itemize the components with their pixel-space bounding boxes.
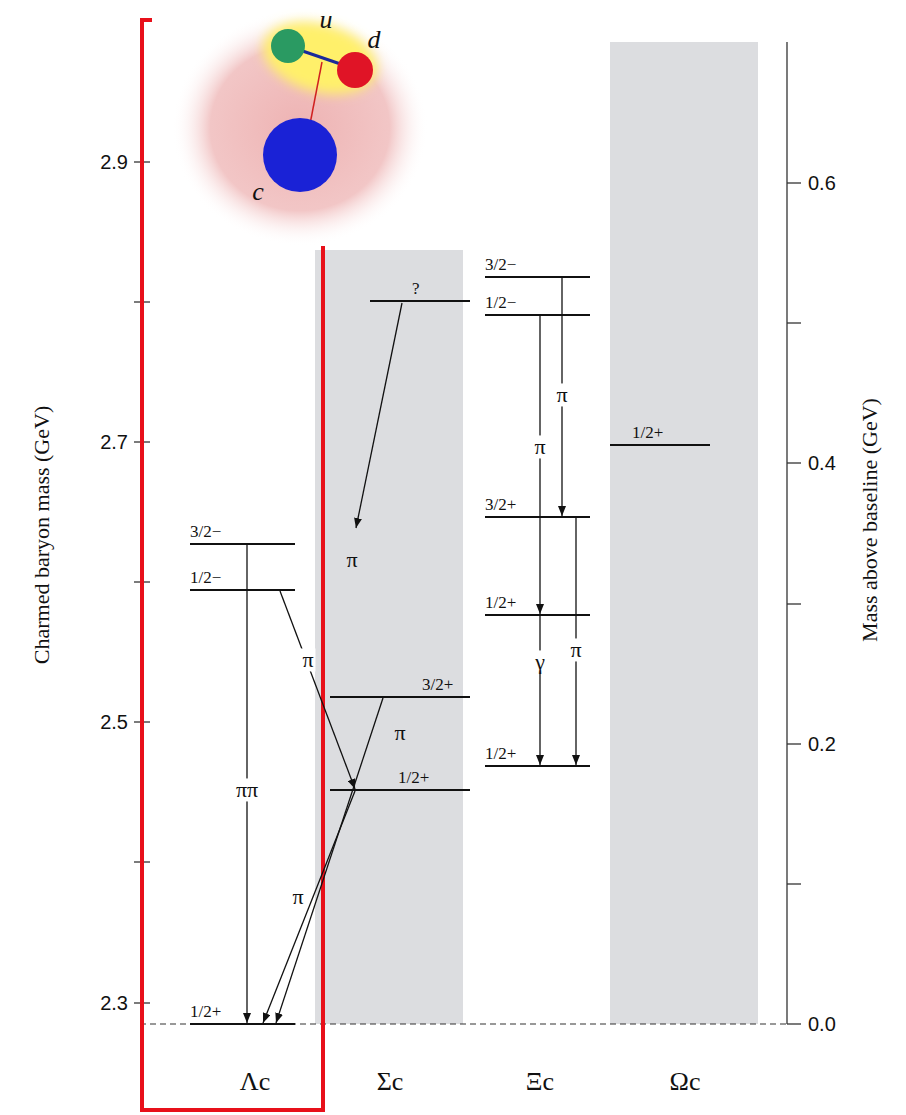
spin-parity-label: 1/2+ xyxy=(330,768,470,789)
tick-value: 0.2 xyxy=(808,733,836,755)
omega-band xyxy=(610,42,758,1024)
spin-parity-label: 1/2+ xyxy=(485,593,590,614)
energy-level: 1/2− xyxy=(485,293,590,316)
decay-label: ππ xyxy=(234,778,260,801)
decay-label: π xyxy=(290,885,305,908)
spin-parity-label: 1/2+ xyxy=(190,1002,295,1023)
axis-title: Mass above baseline (GeV) xyxy=(858,398,882,642)
column-name: Ωc xyxy=(670,1068,701,1097)
energy-level: 3/2− xyxy=(190,522,295,545)
energy-level: 1/2+ xyxy=(485,593,590,616)
decay-arrow xyxy=(356,303,402,528)
quark-label: c xyxy=(252,178,264,207)
right-ticks xyxy=(787,183,801,1024)
column-name: Λc xyxy=(240,1068,270,1097)
tick-value: 0.0 xyxy=(808,1013,836,1035)
column-name: Σc xyxy=(377,1068,404,1097)
decay-label: π xyxy=(392,721,407,744)
decay-label: π xyxy=(532,435,547,458)
spin-parity-label: 3/2− xyxy=(190,522,295,543)
energy-level: 1/2+ xyxy=(330,768,470,791)
tick-value: 2.5 xyxy=(100,711,128,733)
axis-title: Charmed baryon mass (GeV) xyxy=(30,406,54,664)
tick-value: 2.9 xyxy=(100,151,128,173)
spin-parity-label: 3/2− xyxy=(485,255,590,276)
decay-label: π xyxy=(554,383,569,406)
quark-label: d xyxy=(368,26,381,55)
energy-level: ? xyxy=(370,279,470,302)
tick-value: 0.6 xyxy=(808,172,836,194)
energy-level: 3/2+ xyxy=(485,495,590,518)
energy-level: 1/2− xyxy=(190,568,295,591)
tick-value: 0.4 xyxy=(808,452,836,474)
spin-parity-label: 1/2+ xyxy=(610,423,710,444)
energy-level: 3/2− xyxy=(485,255,590,278)
spin-parity-label: 3/2+ xyxy=(485,495,590,516)
sigma-band xyxy=(315,250,463,1024)
quark-illustration xyxy=(152,0,430,246)
decay-arrow xyxy=(280,591,355,789)
decay-arrow xyxy=(276,698,383,1023)
column-name: Ξc xyxy=(526,1068,554,1097)
energy-level: 1/2+ xyxy=(190,1002,295,1025)
spin-parity-label: 1/2+ xyxy=(485,744,590,765)
tick-value: 2.3 xyxy=(100,992,128,1014)
decay-arrow xyxy=(539,316,540,614)
energy-level: 1/2+ xyxy=(485,744,590,767)
energy-level: 3/2+ xyxy=(330,675,470,698)
decay-label: π xyxy=(346,548,357,572)
quark-label: u xyxy=(320,6,333,35)
spin-parity-label: 1/2− xyxy=(190,568,295,589)
decay-label: π xyxy=(568,638,583,661)
tick-value: 2.7 xyxy=(100,431,128,453)
decay-label: γ xyxy=(533,650,547,673)
spin-parity-label: 3/2+ xyxy=(330,675,470,696)
energy-level: 1/2+ xyxy=(610,423,710,446)
spin-parity-label: ? xyxy=(370,279,470,300)
decay-arrow xyxy=(539,616,540,765)
right-axis xyxy=(786,42,787,1024)
decay-label: π xyxy=(300,648,315,671)
spin-parity-label: 1/2− xyxy=(485,293,590,314)
